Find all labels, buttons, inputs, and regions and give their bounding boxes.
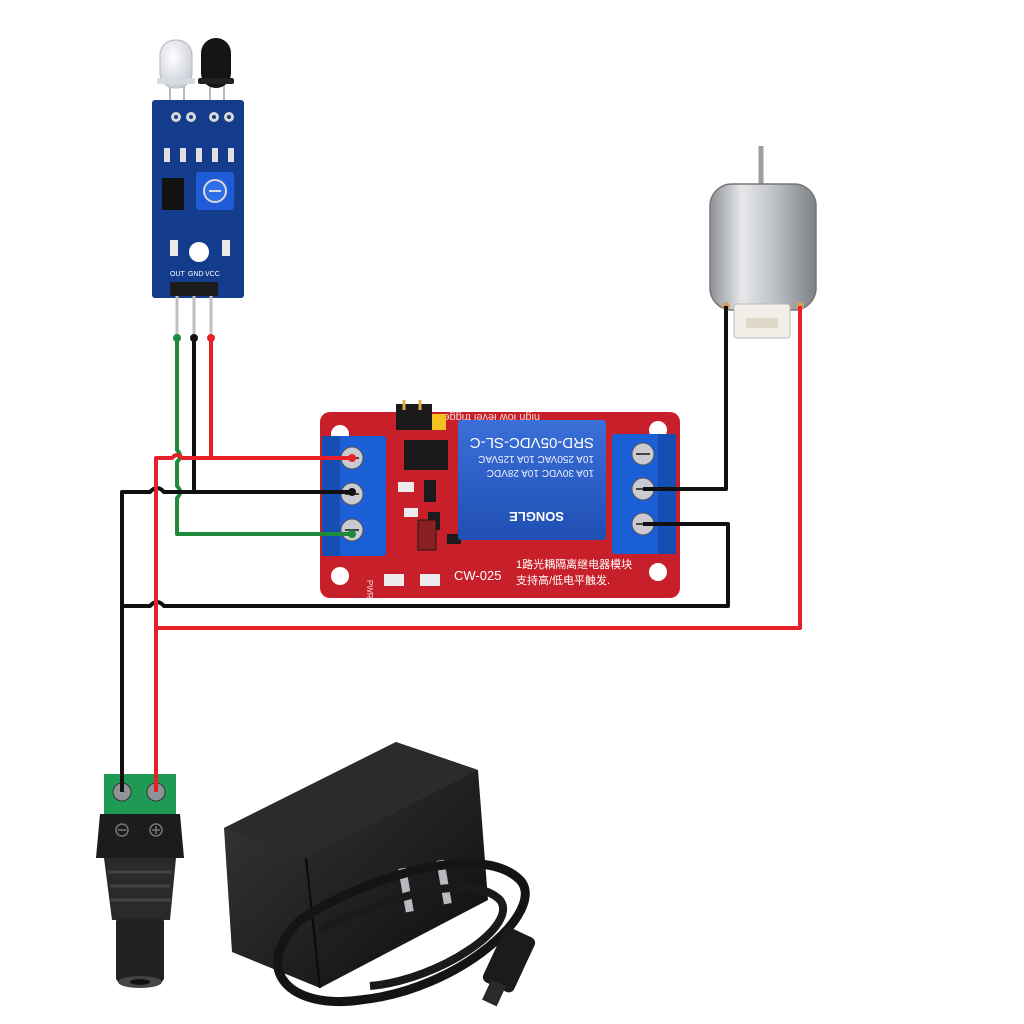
wire-relay-com-to-motor: [643, 306, 728, 491]
sensor-pin-label-out: OUT: [170, 271, 186, 278]
relay-part-number: SRD-05VDC-SL-C: [470, 434, 594, 451]
ir-sensor-module: OUT GND VCC: [152, 38, 244, 338]
relay-rating-line-2: 10A 30VDC 10A 28VDC: [487, 467, 594, 478]
wires: [120, 306, 802, 792]
sensor-pin-label-gnd: GND: [188, 271, 204, 278]
relay-rating-line-1: 10A 250VAC 10A 125VAC: [478, 453, 594, 464]
relay-chinese-line-1: 1路光耦隔离继电器模块: [516, 557, 632, 571]
optocoupler-chip: [404, 440, 448, 470]
relay-body: [458, 420, 606, 540]
wire-sensor-out: [175, 338, 352, 536]
ir-emitter-led: [157, 39, 195, 108]
wire-ground-to-relay-no: [122, 522, 730, 608]
trigger-jumper: [396, 400, 446, 430]
dc-motor: [709, 146, 817, 339]
power-adapter: [224, 742, 536, 1007]
relay-chinese-line-2: 支持高/低电平触发.: [516, 573, 610, 587]
comparator-chip: [162, 178, 184, 210]
dc-barrel-jack-adapter: [96, 774, 184, 988]
sensor-pin-label-vcc: VCC: [205, 271, 220, 278]
relay-model-label: CW-025: [454, 568, 501, 583]
sensor-pin-header: [170, 282, 218, 296]
relay-brand: SONGLE: [509, 509, 564, 524]
wire-jack-positive: [154, 453, 211, 792]
adapter-barrel-plug: [482, 927, 536, 993]
ir-receiver-led: [198, 38, 234, 108]
relay-output-terminal: [612, 434, 676, 554]
relay-input-terminal: [322, 436, 386, 556]
relay-module: high low level trigger PWR SRD-05VDC-SL-…: [320, 400, 680, 599]
relay-pwr-label: PWR: [365, 580, 374, 599]
wire-positive-to-motor: [156, 306, 802, 630]
